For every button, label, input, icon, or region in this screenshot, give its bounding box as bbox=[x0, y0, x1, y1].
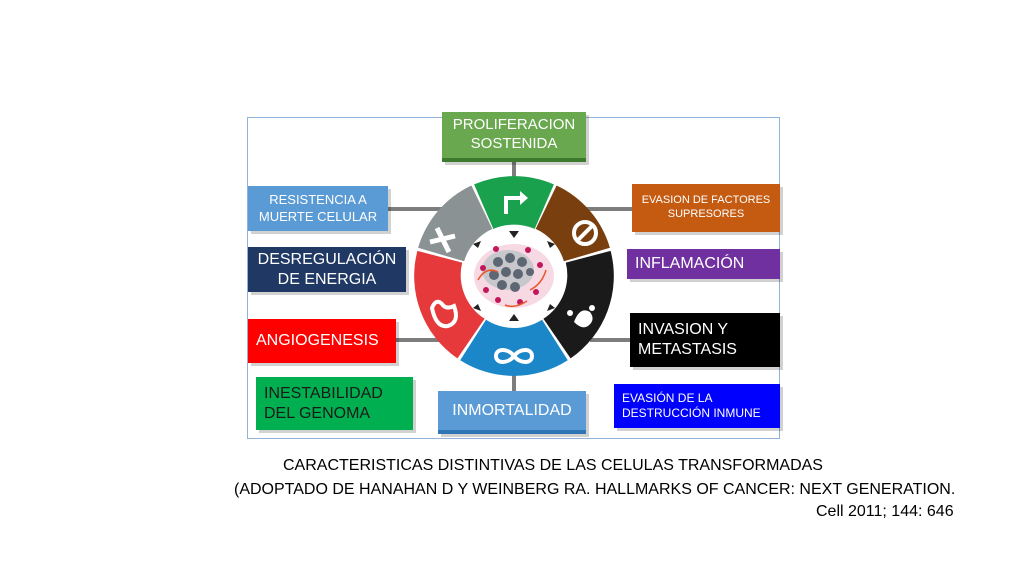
caption-line1: CARACTERISTICAS DISTINTIVAS DE LAS CELUL… bbox=[283, 457, 823, 474]
arrow-top-right bbox=[547, 241, 555, 248]
blood-vessel-icon bbox=[429, 299, 458, 329]
label-inmortalidad: INMORTALIDAD bbox=[452, 401, 572, 419]
tumor-cell-cluster-icon bbox=[474, 244, 554, 308]
label-proliferacion: PROLIFERACION SOSTENIDA bbox=[452, 116, 576, 152]
arrow-top bbox=[509, 231, 519, 238]
box-desregulacion: DESREGULACIÓN DE ENERGIA bbox=[248, 247, 406, 292]
box-resistencia: RESISTENCIA A MUERTE CELULAR bbox=[248, 186, 388, 231]
caption-line3: Cell 2011; 144: 646 bbox=[816, 503, 954, 520]
box-invasion: INVASION Y METASTASIS bbox=[630, 313, 780, 367]
label-evasion-supresores: EVASION DE FACTORES SUPRESORES bbox=[641, 194, 771, 220]
label-inflamacion: INFLAMACIÓN bbox=[635, 255, 745, 272]
box-inestabilidad: INESTABILIDAD DEL GENOMA bbox=[256, 377, 413, 430]
cross-icon bbox=[429, 226, 456, 254]
label-angiogenesis: ANGIOGENESIS bbox=[256, 332, 379, 349]
segment-blue bbox=[460, 319, 568, 376]
inward-arrows bbox=[473, 231, 555, 321]
forbidden-icon bbox=[572, 220, 598, 246]
box-angiogenesis: ANGIOGENESIS bbox=[248, 319, 396, 363]
box-evasion-inmune: EVASIÓN DE LA DESTRUCCIÓN INMUNE bbox=[614, 384, 780, 428]
label-evasion-inmune: EVASIÓN DE LA DESTRUCCIÓN INMUNE bbox=[622, 391, 761, 420]
infinity-icon bbox=[493, 348, 535, 364]
sustained-proliferation-icon bbox=[504, 191, 528, 214]
box-inmortalidad: INMORTALIDAD bbox=[438, 391, 586, 434]
label-invasion: INVASION Y METASTASIS bbox=[638, 321, 737, 358]
segment-red bbox=[414, 250, 485, 359]
box-evasion-supresores: EVASION DE FACTORES SUPRESORES bbox=[632, 184, 780, 232]
caption-line2: (ADOPTADO DE HANAHAN D Y WEINBERG RA. HA… bbox=[234, 481, 956, 498]
arrow-top-left bbox=[473, 241, 481, 248]
arrow-bottom bbox=[509, 314, 519, 321]
box-proliferacion: PROLIFERACION SOSTENIDA bbox=[442, 112, 586, 162]
invasion-icon bbox=[567, 305, 595, 328]
label-inestabilidad: INESTABILIDAD DEL GENOMA bbox=[264, 384, 383, 422]
box-inflamacion: INFLAMACIÓN bbox=[627, 249, 780, 279]
label-resistencia: RESISTENCIA A MUERTE CELULAR bbox=[258, 192, 378, 224]
segment-black bbox=[543, 250, 614, 359]
label-desregulacion: DESREGULACIÓN DE ENERGIA bbox=[257, 250, 397, 288]
arrow-bottom-right bbox=[547, 304, 555, 311]
arrow-bottom-left bbox=[473, 304, 481, 311]
segment-green bbox=[474, 176, 554, 229]
